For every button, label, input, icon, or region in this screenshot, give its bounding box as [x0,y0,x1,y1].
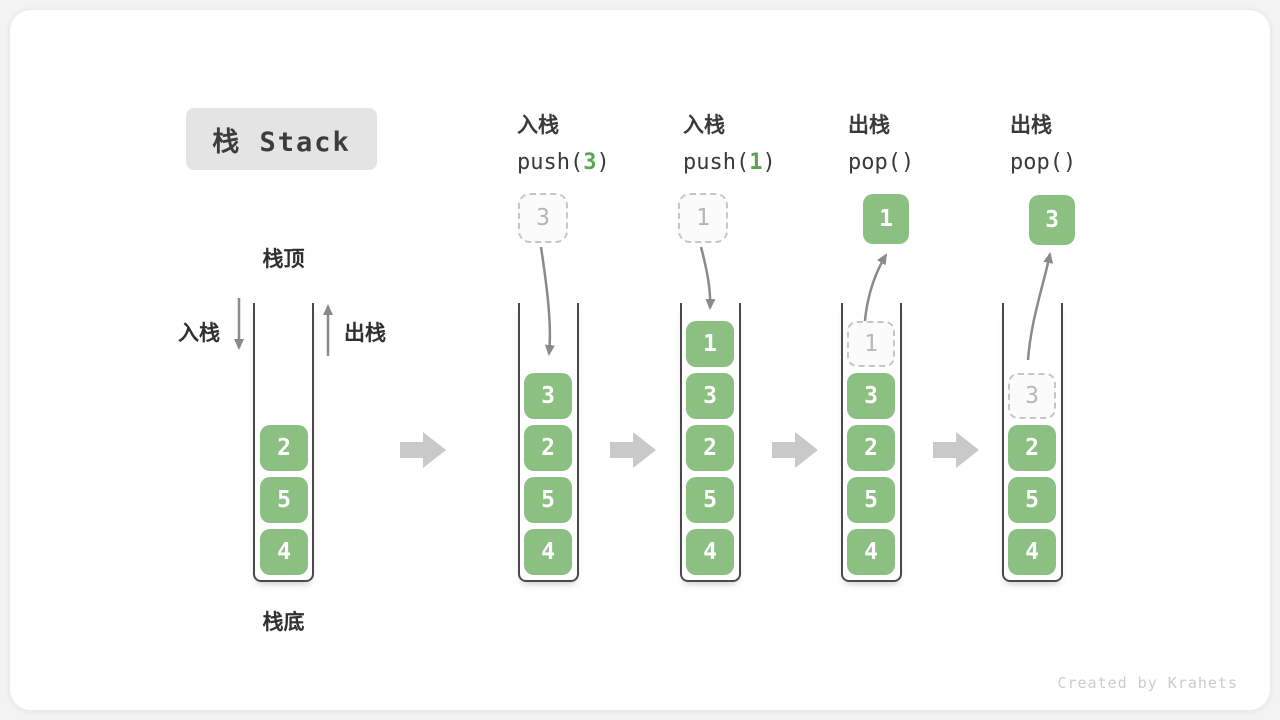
code-post: ) [596,150,610,175]
stack-cell: 2 [524,425,572,471]
stack-cell: 3 [686,373,734,419]
stack-cell: 5 [524,477,572,523]
code-post: ) [762,150,776,175]
step-arrow-icon [772,432,818,468]
pop-label: 出栈 [344,321,386,345]
incoming-element-box: 1 [678,193,728,243]
stack-cell: 5 [847,477,895,523]
stack-top-label: 栈顶 [262,247,305,271]
stack-cell: 4 [847,529,895,575]
stack-cell: 4 [686,529,734,575]
stack-cell: 3 [847,373,895,419]
operation-code: push(3) [517,150,610,175]
stack-container [518,303,579,582]
stack-bottom-label: 栈底 [262,610,305,634]
operation-label: 出栈 [1010,113,1052,137]
page-title: 栈 Stack [186,108,377,170]
code-pre: pop( [1010,150,1063,175]
stack-cell: 2 [1008,425,1056,471]
stack-container [1002,303,1063,582]
code-pre: push( [683,150,750,175]
step-header-pop-1: 出栈 pop() [848,109,914,175]
stack-cell: 2 [847,425,895,471]
operation-code: pop() [848,150,914,175]
stack-container [841,303,902,582]
step-arrow-icon [933,432,979,468]
removed-cell-ghost: 3 [1008,373,1056,419]
stack-cell: 1 [686,321,734,367]
operation-code: pop() [1010,150,1076,175]
step-header-pop-3: 出栈 pop() [1010,109,1076,175]
stack-cell: 4 [524,529,572,575]
incoming-element-box: 3 [518,193,568,243]
code-argument: 1 [749,150,763,175]
stack-cell: 5 [1008,477,1056,523]
push-label: 入栈 [178,321,220,345]
operation-label: 入栈 [517,113,559,137]
stack-container [253,303,314,582]
code-argument: 3 [583,150,597,175]
code-post: ) [900,150,915,175]
removed-cell-ghost: 1 [847,321,895,367]
stack-cell: 4 [260,529,308,575]
stack-container [680,303,741,582]
stack-cell: 2 [260,425,308,471]
stack-cell: 3 [524,373,572,419]
popped-element-box: 1 [863,194,909,244]
step-header-push-3: 入栈 push(3) [517,109,610,175]
operation-code: push(1) [683,150,776,175]
step-header-push-1: 入栈 push(1) [683,109,776,175]
push-1-motion-arrow-icon [699,246,716,310]
stack-cell: 5 [260,477,308,523]
operation-label: 出栈 [848,113,890,137]
operation-label: 入栈 [683,113,725,137]
popped-element-box: 3 [1029,195,1075,245]
watermark: Created by Krahets [1057,674,1238,692]
step-arrow-icon [400,432,446,468]
code-pre: pop( [848,150,901,175]
stack-cell: 4 [1008,529,1056,575]
step-arrow-icon [610,432,656,468]
code-pre: push( [517,150,584,175]
code-post: ) [1062,150,1077,175]
stack-cell: 5 [686,477,734,523]
stack-cell: 2 [686,425,734,471]
